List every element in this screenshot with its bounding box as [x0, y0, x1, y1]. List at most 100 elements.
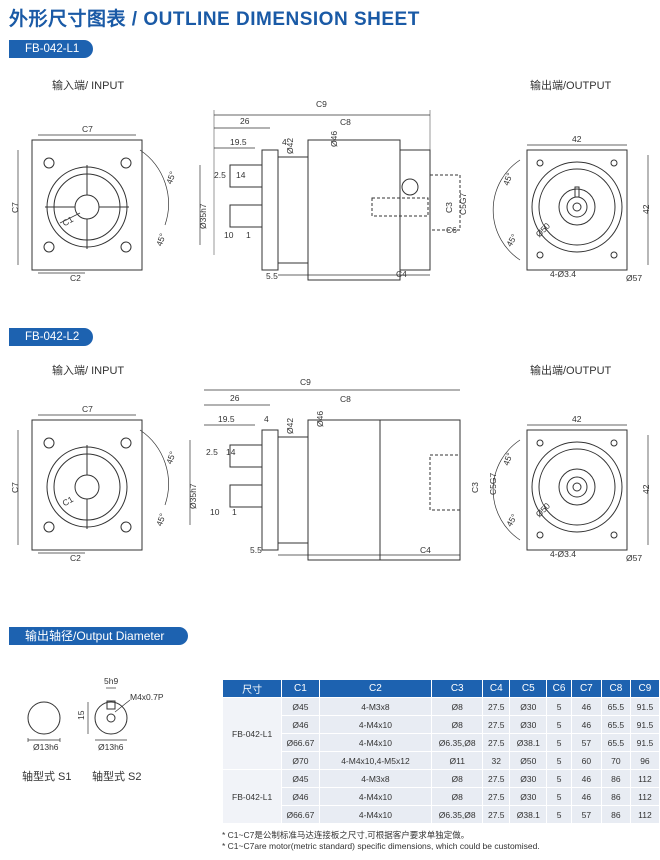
table-cell: 91.5	[629, 697, 660, 716]
s1-label: 轴型式 S1	[22, 771, 72, 783]
output-flange-view	[492, 144, 649, 271]
out-dim-d57-2: Ø57	[626, 553, 642, 563]
table-cell: 91.5	[629, 715, 660, 734]
table-cell: 112	[629, 805, 660, 824]
angle-45-a: 45°	[164, 170, 178, 186]
out-angle-45-c: 45°	[501, 451, 515, 467]
drawing-l2: C7 C7 C2 C1 45° 45° C9 C8 26 19.5 4 Ø42 …	[10, 377, 651, 563]
table-cell: 86	[600, 769, 631, 788]
table-cell: Ø6.35,Ø8	[431, 805, 484, 824]
dim-1-2: 1	[232, 507, 237, 517]
dim-c7-side: C7	[10, 202, 20, 213]
table-cell: Ø8	[431, 697, 484, 716]
table-cell: 91.5	[629, 733, 660, 752]
dim-d35-2: Ø35h7	[188, 483, 198, 509]
dim-c2-2: C2	[70, 553, 81, 563]
dim-c3: C3	[444, 202, 454, 213]
table-cell: 4-M4x10,4-M5x12	[318, 751, 433, 770]
dim-1: 1	[246, 230, 251, 240]
dim-19-5: 19.5	[230, 137, 247, 147]
table-cell: 60	[570, 751, 602, 770]
dim-c9: C9	[316, 99, 327, 109]
table-cell: 4-M4x10	[318, 805, 433, 824]
output-label: 输出端/OUTPUT	[530, 80, 612, 92]
table-cell: Ø30	[509, 769, 548, 788]
side-view-2	[189, 389, 461, 561]
model-cell: FB-042-L1	[221, 697, 283, 770]
dim-c6: C6	[446, 225, 457, 235]
note-en: * C1~C7are motor(metric standard) specif…	[222, 841, 540, 851]
s2-thread: M4x0.7P	[130, 692, 164, 702]
table-cell: 32	[482, 751, 511, 770]
table-cell: Ø45	[281, 769, 320, 788]
input-flange-view-2	[17, 414, 169, 554]
output-label-2: 输出端/OUTPUT	[530, 365, 612, 377]
dim-2-5: 2.5	[214, 170, 226, 180]
dim-c5-2: C5G7	[488, 473, 498, 495]
table-cell: 5	[546, 805, 572, 824]
header-c7: C7	[570, 679, 602, 698]
header-c9: C9	[629, 679, 660, 698]
table-cell: 65.5	[600, 733, 631, 752]
dim-4-2: 4	[264, 414, 269, 424]
dim-c8: C8	[340, 117, 351, 127]
table-cell: Ø30	[509, 787, 548, 806]
output-diameter-badge: 输出轴径/Output Diameter	[9, 627, 189, 645]
table-cell: 57	[570, 805, 602, 824]
table-cell: Ø11	[431, 751, 484, 770]
header-c1: C1	[281, 679, 320, 698]
out-angle-45-a: 45°	[501, 171, 515, 187]
dim-c7-top-2: C7	[82, 404, 93, 414]
table-cell: 46	[570, 769, 602, 788]
table-cell: 27.5	[482, 769, 511, 788]
angle-45-b: 45°	[154, 232, 168, 248]
table-cell: Ø6.35,Ø8	[431, 733, 484, 752]
model-cell: FB-042-L1	[221, 769, 283, 824]
table-cell: Ø8	[431, 787, 484, 806]
header-c5: C5	[509, 679, 548, 698]
dim-2-5-2: 2.5	[206, 447, 218, 457]
dim-10-2: 10	[210, 507, 220, 517]
table-cell: 27.5	[482, 805, 511, 824]
table-cell: 86	[600, 787, 631, 806]
dim-c4-2: C4	[420, 545, 431, 555]
dim-14: 14	[236, 170, 246, 180]
header-c6: C6	[546, 679, 572, 698]
out-dim-42-side-2: 42	[641, 484, 651, 494]
table-cell: 46	[570, 715, 602, 734]
table-header-row: 尺寸 C1 C2 C3 C4 C5 C6 C7 C8 C9	[221, 679, 660, 698]
out-dim-d57: Ø57	[626, 273, 642, 283]
out-dim-42-top: 42	[572, 134, 582, 144]
table-cell: 5	[546, 751, 572, 770]
table-cell: Ø66.67	[281, 805, 320, 824]
table-cell: 5	[546, 697, 572, 716]
table-cell: 27.5	[482, 787, 511, 806]
s2-length: 15	[76, 710, 86, 720]
dim-5-5: 5.5	[266, 271, 278, 281]
out-dim-d50: Ø50	[534, 221, 553, 240]
table-cell: Ø46	[281, 715, 320, 734]
note-cn: * C1~C7是公制标准马达连接板之尺寸,可根据客户要求单独定做。	[222, 830, 470, 840]
dim-c9-2: C9	[300, 377, 311, 387]
dim-4: 4	[282, 137, 287, 147]
table-cell: Ø38.1	[509, 733, 548, 752]
table-cell: Ø46	[281, 787, 320, 806]
table-cell: Ø50	[509, 751, 548, 770]
input-label-2: 输入端/ INPUT	[52, 365, 125, 377]
dim-d35: Ø35h7	[198, 203, 208, 229]
header-c2: C2	[318, 679, 433, 698]
dim-26: 26	[240, 116, 250, 126]
table-cell: 112	[629, 769, 660, 788]
angle-45-d: 45°	[154, 512, 168, 528]
output-flange-view-2	[492, 424, 649, 551]
table-cell: 5	[546, 769, 572, 788]
dim-d42-2: Ø42	[285, 418, 295, 434]
table-cell: 57	[570, 733, 602, 752]
dim-c5: C5G7	[458, 193, 468, 215]
